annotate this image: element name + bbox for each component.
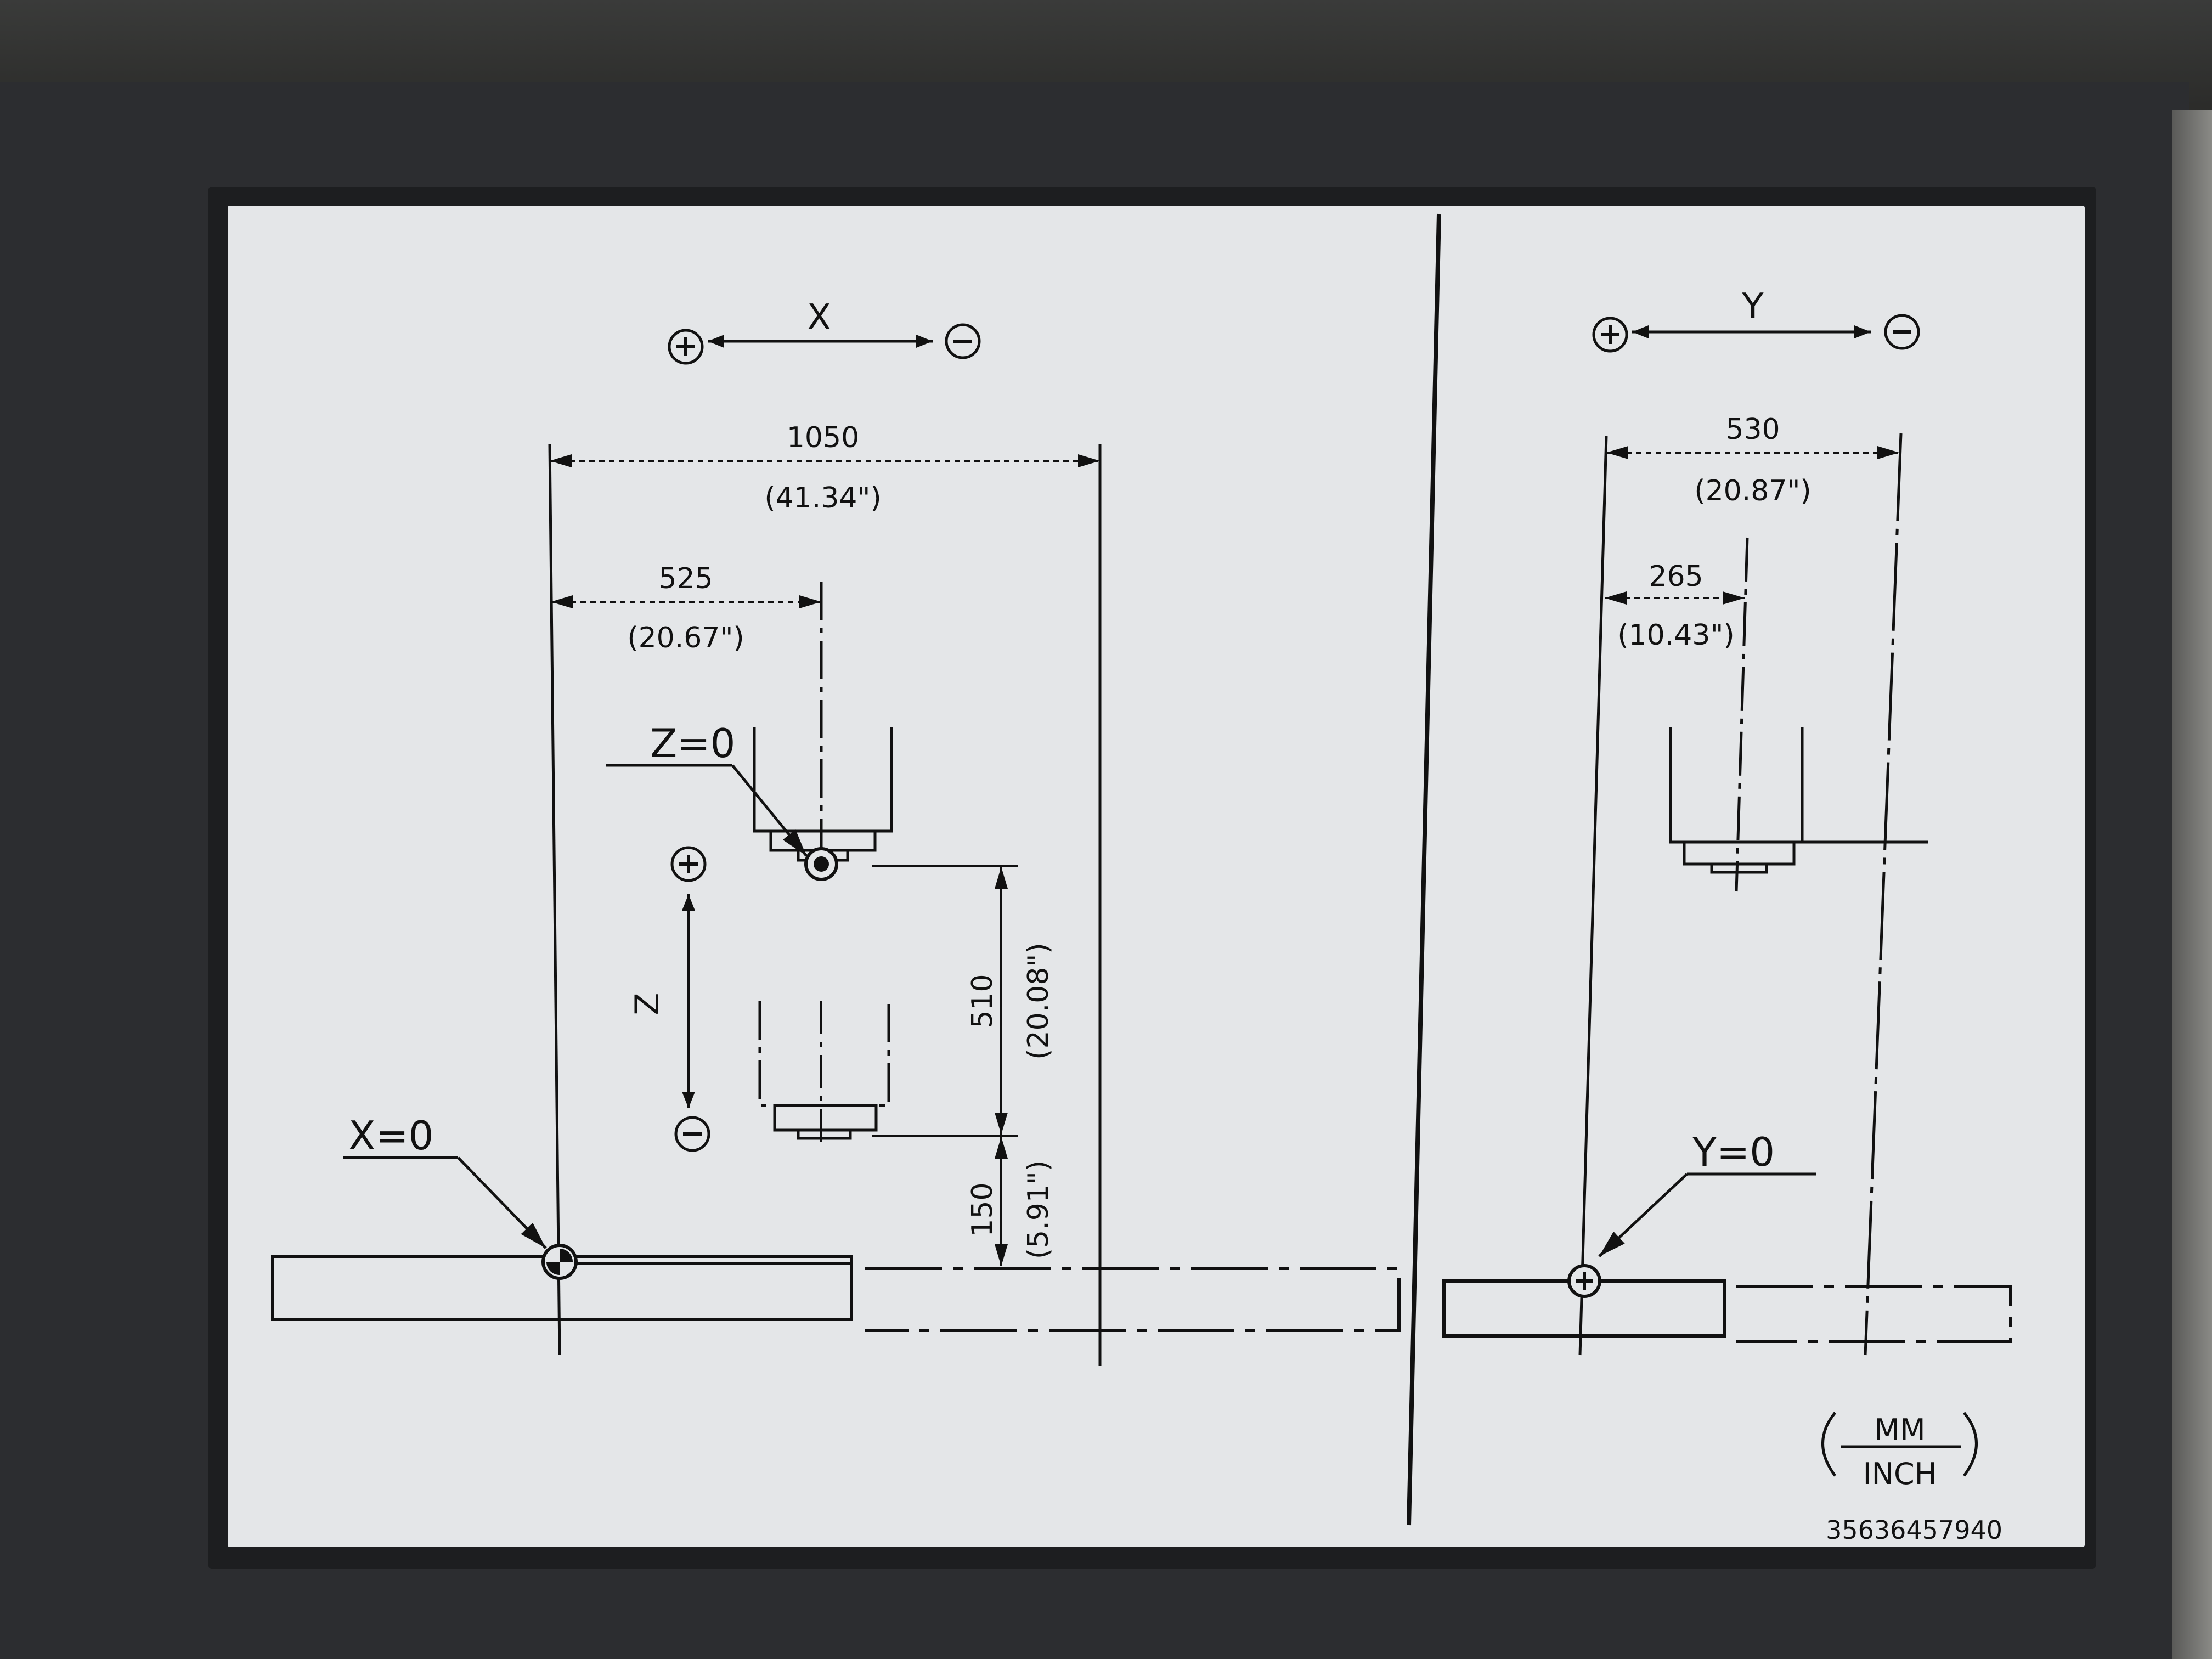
x-axis-direction: X — [668, 297, 981, 365]
z-plus-icon — [670, 846, 707, 882]
units-bottom: INCH — [1863, 1457, 1937, 1491]
z-travel-inch: (20.08") — [1022, 943, 1055, 1059]
units-badge: MM INCH — [1821, 1412, 1978, 1491]
y-plus-icon — [1592, 317, 1628, 353]
z-axis-direction: Z — [628, 846, 710, 1152]
section-divider — [1407, 213, 1441, 1526]
y-axis-label: Y — [1741, 286, 1764, 327]
spindle-lower — [758, 1001, 1018, 1147]
plate-background — [228, 206, 2085, 1547]
z-offset-dimension: 150 (5.91") — [966, 1137, 1055, 1266]
y-total-inch: (20.87") — [1694, 475, 1811, 507]
z-travel-mm: 510 — [966, 974, 999, 1028]
x-total-mm: 1050 — [787, 421, 859, 454]
x-axis-label: X — [807, 297, 831, 338]
worktable-y — [1442, 1264, 2012, 1343]
x-minus-icon — [945, 323, 981, 359]
z-travel-dimension: 510 (20.08") — [966, 867, 1055, 1135]
x-total-inch: (41.34") — [764, 482, 881, 515]
z-offset-inch: (5.91") — [1022, 1160, 1055, 1259]
x-half-mm: 525 — [658, 562, 713, 595]
spindle-upper — [753, 727, 1018, 881]
y-total-dimension: 530 (20.87") — [1606, 413, 1899, 507]
x-half-dimension: 525 (20.67") — [551, 562, 821, 654]
units-top: MM — [1874, 1413, 1925, 1447]
spindle-y-view — [1669, 727, 1928, 874]
y-axis-direction: Y — [1592, 286, 1920, 353]
y-half-mm: 265 — [1649, 560, 1703, 593]
part-number: 35636457940 — [1826, 1515, 2002, 1545]
y-total-mm: 530 — [1725, 413, 1780, 446]
background-wall — [2172, 110, 2212, 1659]
x-zero-label: X=0 — [348, 1113, 433, 1159]
z-minus-icon — [674, 1116, 710, 1152]
y-half-inch: (10.43") — [1617, 619, 1734, 652]
y-minus-icon — [1884, 314, 1920, 350]
z-offset-mm: 150 — [966, 1182, 999, 1237]
y-zero-label: Y=0 — [1692, 1129, 1775, 1175]
z-zero-label: Z=0 — [650, 720, 735, 766]
z-axis-label: Z — [628, 992, 667, 1015]
worktable-x — [271, 1244, 1401, 1332]
y-half-dimension: 265 (10.43") — [1605, 560, 1745, 652]
x-plus-icon — [668, 329, 704, 365]
x-total-dimension: 1050 (41.34") — [550, 421, 1100, 515]
x-half-inch: (20.67") — [627, 622, 744, 654]
